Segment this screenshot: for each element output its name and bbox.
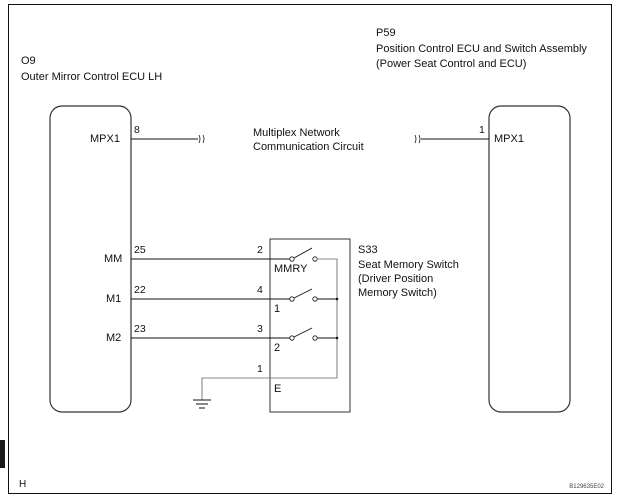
switch-name-line1: Seat Memory Switch (358, 259, 459, 271)
page-edge-tab (0, 440, 5, 468)
terminal-mpx1-left: MPX1 (90, 133, 120, 145)
switch-pin-1: 1 (257, 363, 263, 375)
switch-box (269, 238, 351, 413)
switch-name-line3: Memory Switch) (358, 287, 437, 299)
pin-22: 22 (134, 284, 146, 296)
right-ecu-code: P59 (376, 27, 396, 39)
network-label-line2: Communication Circuit (253, 141, 364, 153)
switch-label-2: 2 (274, 342, 281, 354)
switch-label-e: E (274, 383, 282, 395)
pin-8: 8 (134, 124, 140, 136)
switch-contact-2-icon (289, 327, 318, 341)
wire-break-left-icon (198, 134, 205, 144)
wire-break-right-icon (414, 134, 421, 144)
switch-label-1: 1 (274, 303, 281, 315)
pin-25: 25 (134, 244, 146, 256)
right-ecu-box (488, 105, 571, 413)
junction-dot (335, 297, 339, 301)
switch-contact-1-icon (289, 288, 318, 302)
junction-dot (335, 336, 339, 340)
network-label-line1: Multiplex Network (253, 127, 340, 139)
diagram-frame (8, 4, 612, 494)
switch-common-bus (201, 258, 338, 400)
switch-code: S33 (358, 244, 378, 256)
figure-code: B129635E02 (569, 484, 604, 490)
right-ecu-name-line2: (Power Seat Control and ECU) (376, 58, 527, 70)
switch-name-line2: (Driver Position (358, 273, 434, 285)
switch-pin-2: 2 (257, 244, 263, 256)
right-ecu-name-line1: Position Control ECU and Switch Assembly (376, 43, 587, 55)
pin-23: 23 (134, 323, 146, 335)
corner-letter: H (19, 479, 27, 490)
left-ecu-name: Outer Mirror Control ECU LH (21, 71, 163, 83)
terminal-m1: M1 (106, 293, 122, 305)
terminal-m2: M2 (106, 332, 122, 344)
terminal-mpx1-right: MPX1 (494, 133, 524, 145)
switch-pin-3: 3 (257, 323, 263, 335)
pin-1-right: 1 (479, 124, 485, 136)
switch-label-mmry: MMRY (274, 263, 308, 275)
ground-icon (193, 399, 211, 409)
switch-contact-mmry-icon (289, 247, 318, 262)
terminal-mm: MM (104, 253, 123, 265)
switch-pin-4: 4 (257, 284, 263, 296)
left-ecu-code: O9 (21, 55, 36, 67)
